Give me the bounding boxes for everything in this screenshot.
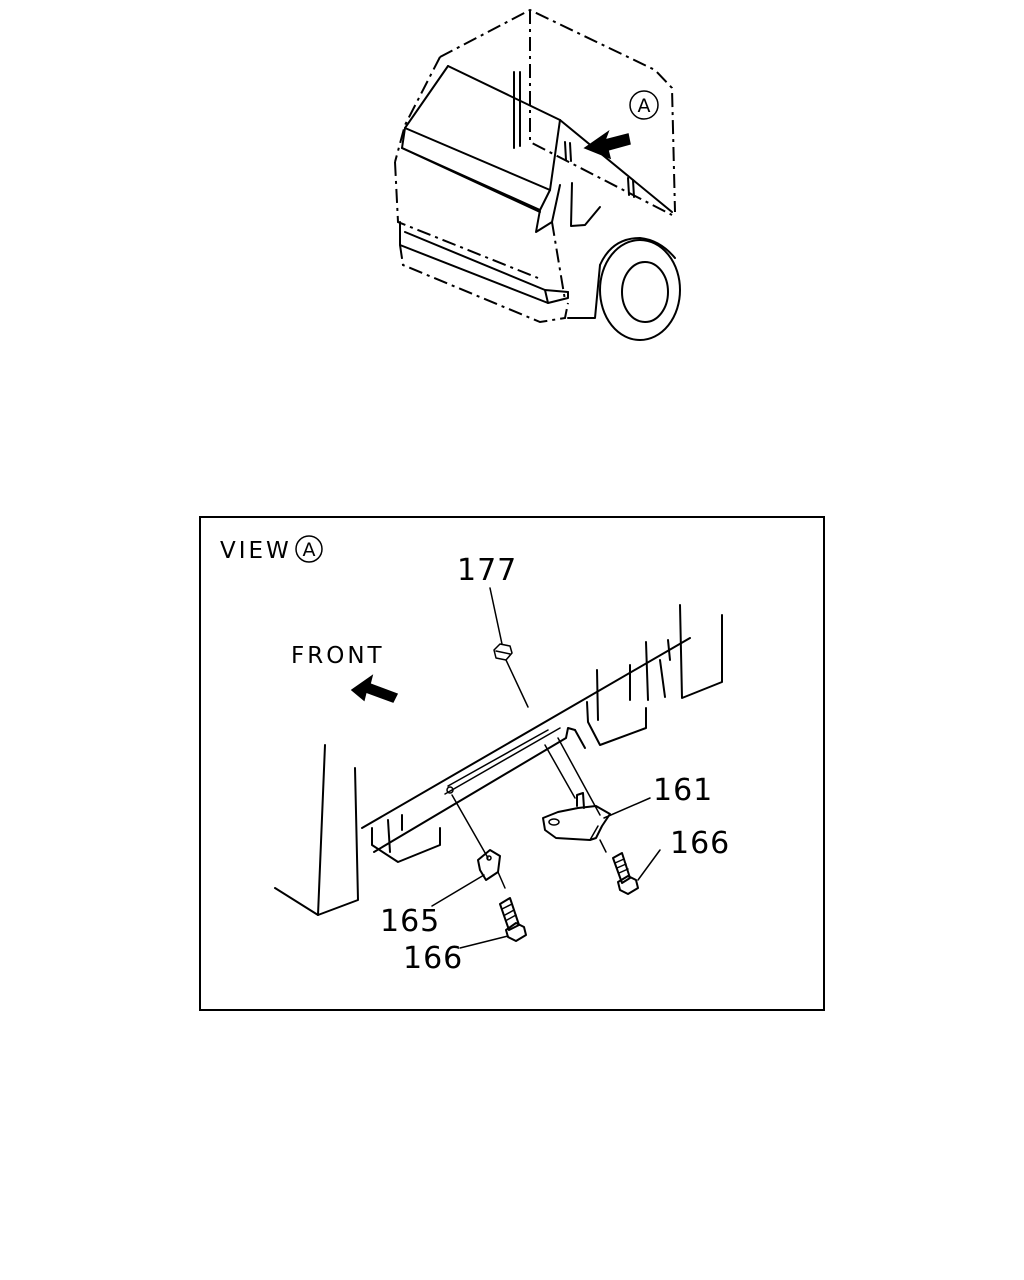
view-title: VIEW: [220, 538, 292, 564]
part-165-clip: [431, 794, 506, 907]
callout-177: 177: [457, 553, 517, 588]
part-177-nut: [489, 587, 529, 708]
callout-166-left: 166: [403, 941, 463, 976]
callout-165: 165: [380, 904, 440, 939]
callout-161: 161: [653, 773, 713, 808]
view-panel-frame: [199, 516, 825, 1011]
view-marker-circle: [295, 535, 323, 563]
view-a-panel: VIEW A FRONT: [199, 516, 825, 1011]
top-view-marker: A: [638, 95, 651, 117]
cab-floor-structure: [274, 604, 723, 916]
front-arrow-icon: [350, 674, 399, 703]
part-161-bracket: [542, 737, 651, 841]
part-166-bolt-left: [459, 897, 527, 949]
view-marker: A: [303, 539, 316, 561]
front-label: FRONT: [291, 643, 385, 669]
callout-166-right: 166: [670, 826, 730, 861]
truck-cab-illustration: A: [394, 8, 681, 341]
part-166-bolt-right: [599, 839, 661, 895]
